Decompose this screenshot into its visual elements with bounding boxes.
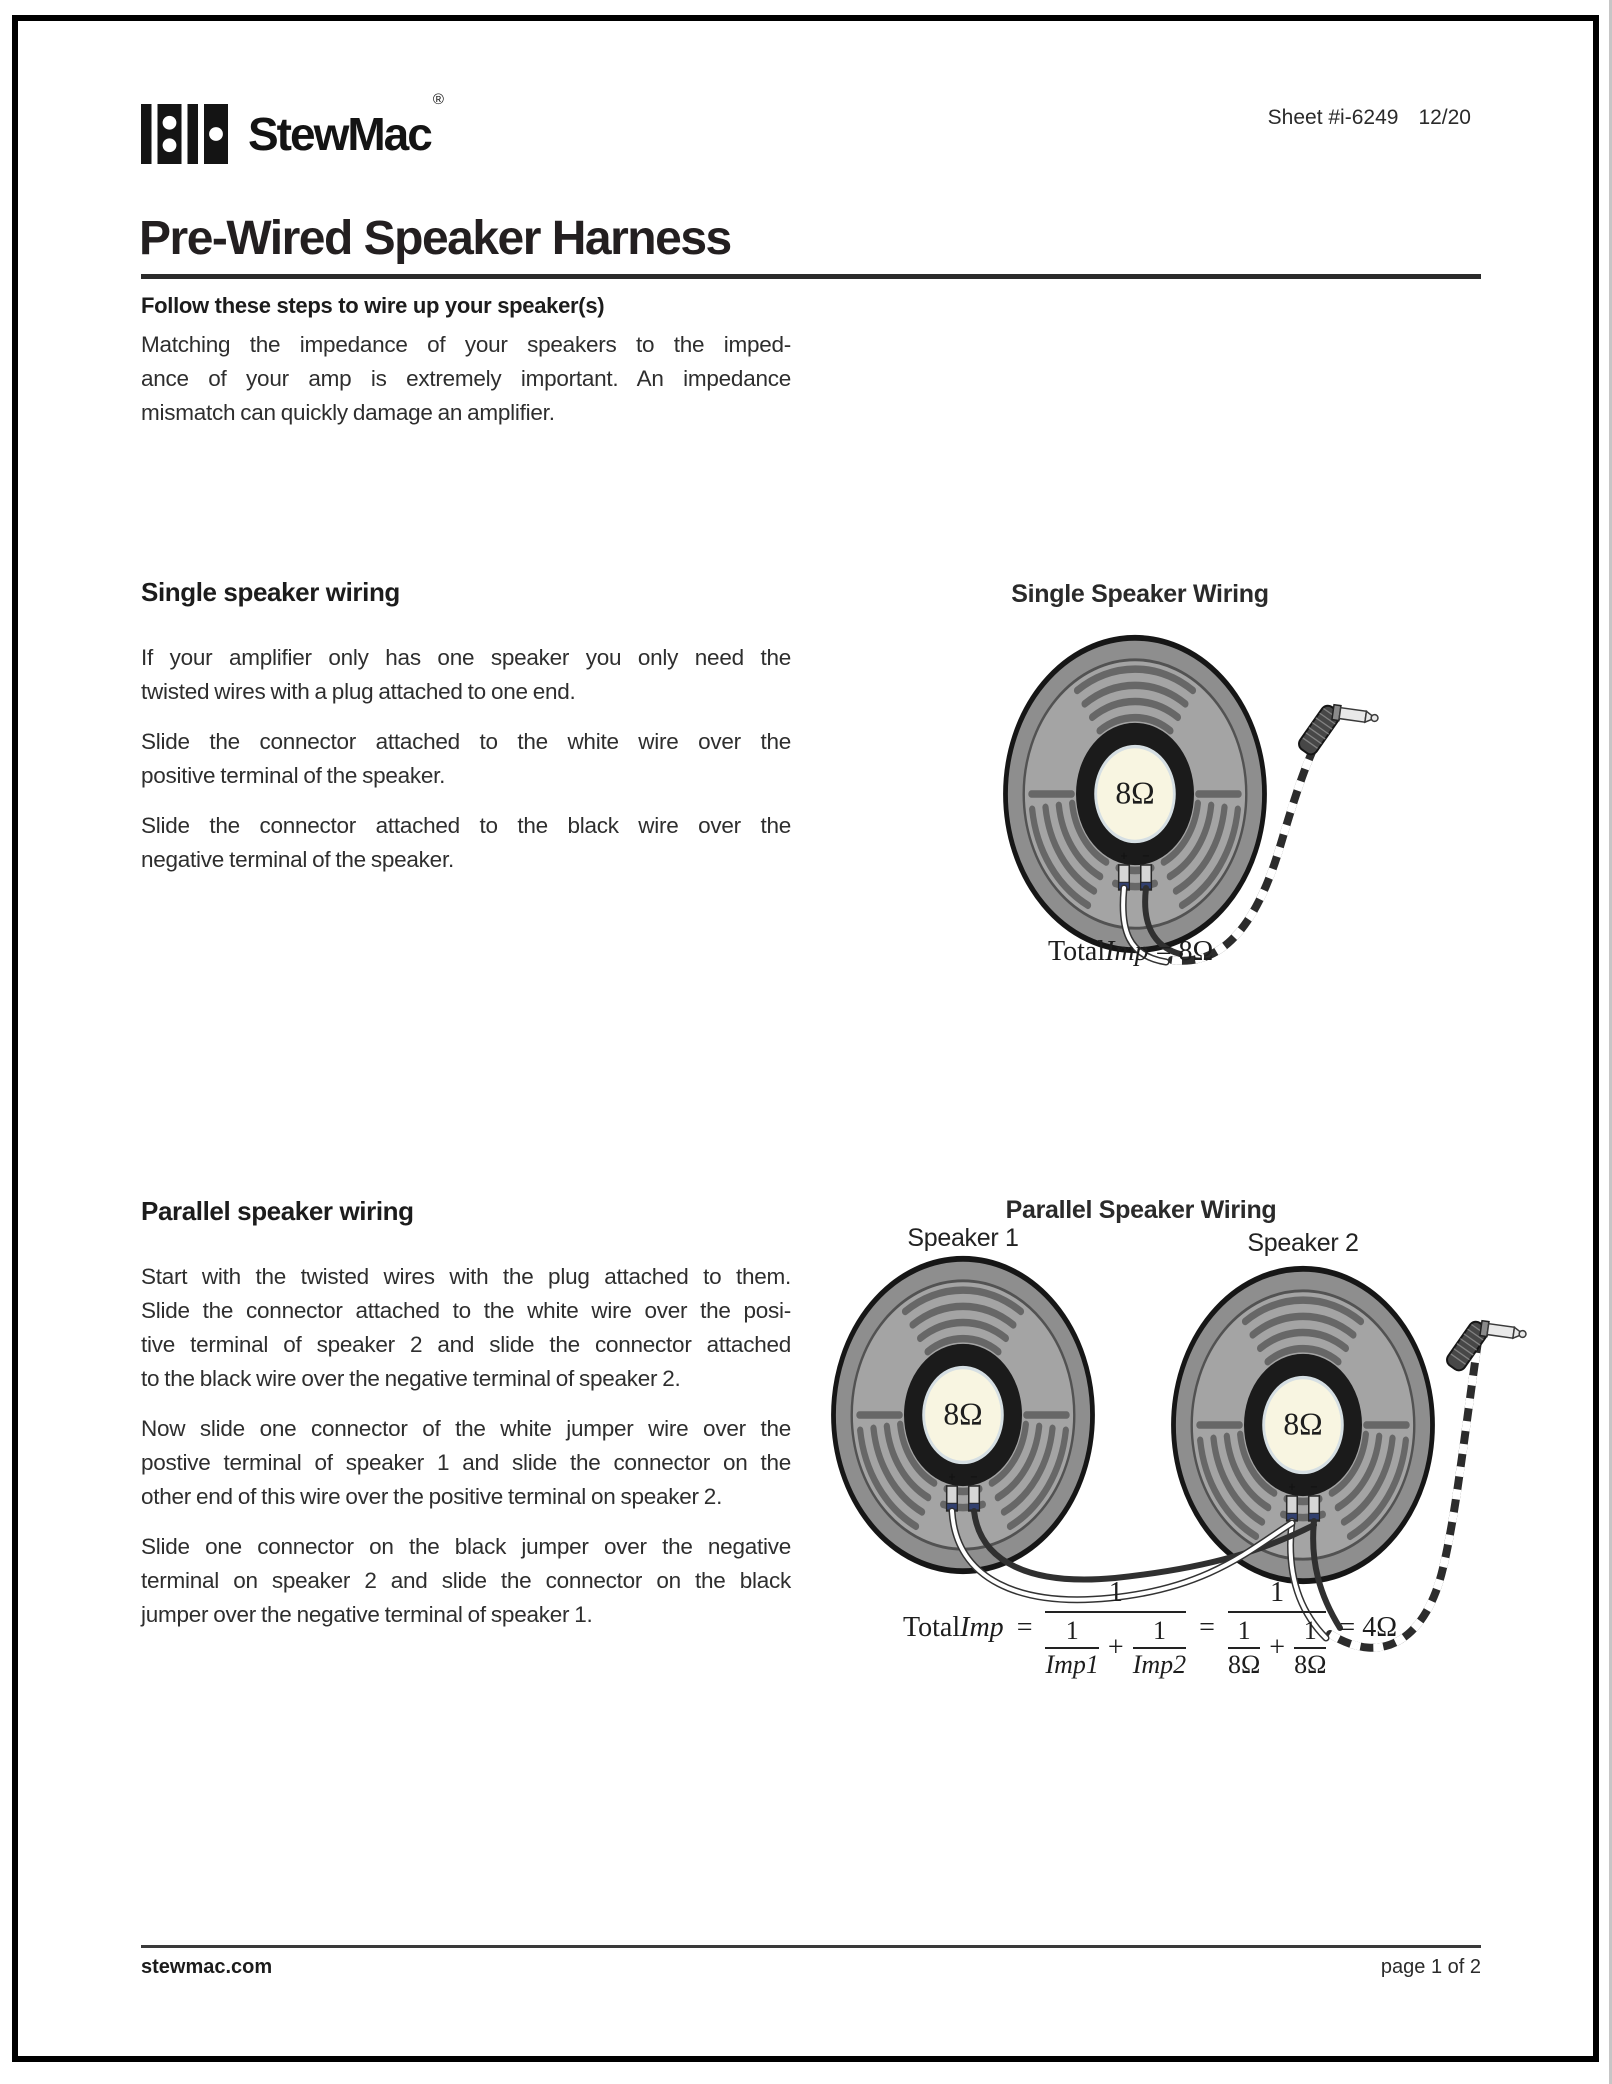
speaker1-impedance-label: 8Ω [943, 1397, 982, 1432]
stewmac-logo: StewMac® [140, 91, 444, 164]
equals-sign: = [1199, 1611, 1215, 1643]
logo-text: StewMac [248, 108, 433, 160]
single-heading: Single speaker wiring [141, 577, 400, 607]
intro-section: Follow these steps to wire up your speak… [141, 291, 791, 430]
sheet-date: 12/20 [1418, 106, 1471, 129]
text-line: Slide the connector attached to the blac… [141, 813, 791, 838]
single-diagram-title: Single Speaker Wiring [1011, 580, 1269, 608]
terminal-minus-label: − [1310, 1480, 1317, 1494]
page-title: Pre-Wired Speaker Harness [139, 212, 732, 265]
speaker2-black-lead-wire [1310, 1518, 1343, 1631]
text-line: Start with the twisted wires with the pl… [141, 1264, 791, 1289]
single-total-caption: TotalImp = 8Ω [1048, 936, 1213, 968]
footer-rule [141, 1945, 1481, 1948]
footer-site: stewmac.com [141, 1956, 273, 1978]
section-parallel: Parallel speaker wiring Start with the t… [141, 1196, 791, 1648]
speaker2-illustration: 8Ω + − [1167, 1260, 1439, 1590]
footer-page-number: page 1 of 2 [1380, 1956, 1481, 1978]
speaker2-label: Speaker 2 [1247, 1229, 1359, 1257]
fraction-bar [1294, 1646, 1327, 1649]
text-line: Slide one connector on the black jumper … [141, 1534, 791, 1559]
fraction-bar [1132, 1646, 1187, 1649]
text-line: ance of your amp is extremely important.… [141, 366, 791, 391]
twisted-pair-wire [1326, 1324, 1484, 1652]
terminal-plus-label: + [948, 1470, 955, 1484]
formula-result: = 4Ω [1339, 1611, 1398, 1643]
text-line: other end of this wire over the positive… [141, 1484, 723, 1509]
plus-sign: + [1107, 1631, 1124, 1663]
terminal-plus-label: + [1288, 1480, 1295, 1494]
stewmac-logo-icon [141, 104, 228, 164]
sheet-number: Sheet #i-6249 [1267, 106, 1399, 129]
terminal-minus-label: − [970, 1470, 977, 1484]
viewer-edge [1609, 0, 1612, 2084]
text-line: twisted wires with a plug attached to on… [141, 679, 576, 704]
text-line: jumper over the negative terminal of spe… [141, 1602, 593, 1627]
text-line: Slide the connector attached to the whit… [141, 1298, 791, 1323]
parallel-diagram-title: Parallel Speaker Wiring [1005, 1196, 1277, 1224]
sheet-info: Sheet #i-6249 12/20 [1080, 106, 1471, 130]
text-line: Now slide one connector of the white jum… [141, 1416, 791, 1441]
fraction-bar [1045, 1646, 1099, 1649]
fraction-bar [1045, 1611, 1187, 1614]
text-line: Matching the impedance of your speakers … [141, 332, 791, 357]
caption-imp: Imp [1105, 936, 1149, 967]
text-line: Slide the connector attached to the whit… [141, 729, 791, 754]
parallel-heading: Parallel speaker wiring [141, 1196, 414, 1226]
terminal-minus-label: − [1142, 849, 1149, 863]
speaker1-illustration: 8Ω + − [827, 1250, 1099, 1580]
fraction-numerator: 1 [1270, 1577, 1285, 1608]
text-line: positive terminal of the speaker. [141, 763, 446, 788]
plus-sign: + [1269, 1631, 1286, 1663]
quarter-inch-plug-icon [1295, 701, 1380, 759]
fraction-bar [1227, 1611, 1327, 1614]
fraction-numerator: 1 [1108, 1577, 1123, 1608]
paragraph: Slide the connector attached to the whit… [141, 725, 791, 793]
paragraph: Start with the twisted wires with the pl… [141, 1260, 791, 1396]
white-lead-wire [1119, 884, 1170, 966]
equals-sign: = [1016, 1611, 1033, 1643]
black-lead-wire [1142, 885, 1183, 957]
speaker-illustration: 8Ω + − [999, 629, 1271, 959]
page-frame [12, 15, 1599, 2062]
formula-lhs: TotalImp [903, 1611, 1004, 1643]
text-line: mismatch can quickly damage an amplifier… [141, 400, 555, 425]
paragraph: Now slide one connector of the white jum… [141, 1412, 791, 1514]
logo-registered-mark: ® [432, 91, 444, 108]
fraction-bar [1227, 1646, 1261, 1649]
text-line: terminal on speaker 2 and slide the conn… [141, 1568, 791, 1593]
text-line: negative terminal of the speaker. [141, 847, 454, 872]
quarter-inch-plug-icon [1443, 1317, 1528, 1375]
black-jumper-wire [971, 1508, 1317, 1583]
speaker-impedance-label: 8Ω [1115, 776, 1154, 811]
terminal-plus-label: + [1120, 849, 1127, 863]
title-rule [141, 274, 1481, 279]
text-line: If your amplifier only has one speaker y… [141, 645, 791, 670]
text-line: postive terminal of speaker 1 and slide … [141, 1450, 791, 1475]
parallel-wires-illustration [948, 1324, 1484, 1652]
paragraph: If your amplifier only has one speaker y… [141, 641, 791, 709]
caption-value: = 8Ω [1148, 936, 1214, 967]
white-jumper-wire [948, 1507, 1296, 1604]
intro-lead: Follow these steps to wire up your speak… [141, 293, 605, 318]
speaker2-impedance-label: 8Ω [1283, 1407, 1322, 1442]
speaker1-label: Speaker 1 [907, 1224, 1019, 1252]
paragraph: Slide one connector on the black jumper … [141, 1530, 791, 1632]
caption-total: Total [1048, 936, 1106, 967]
text-line: tive terminal of speaker 2 and slide the… [141, 1332, 791, 1357]
text-line: to the black wire over the negative term… [141, 1366, 681, 1391]
section-single: Single speaker wiring If your amplifier … [141, 577, 791, 893]
paragraph: Slide the connector attached to the blac… [141, 809, 791, 877]
